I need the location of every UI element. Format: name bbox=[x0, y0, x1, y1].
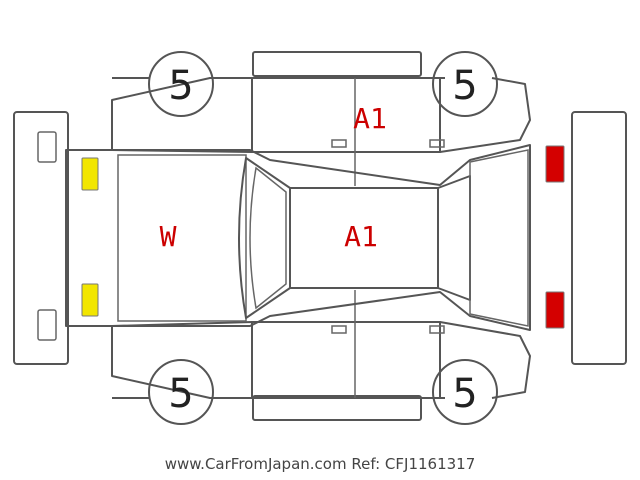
front-bumper bbox=[13, 111, 69, 365]
rear-left-lamp bbox=[545, 145, 565, 183]
tyre-rear-left-grade: 5 bbox=[452, 63, 477, 109]
footer-site: www.CarFromJapan.com bbox=[164, 455, 347, 473]
mark-hood: W bbox=[160, 220, 177, 253]
top-side-strip bbox=[252, 51, 422, 77]
footer: www.CarFromJapan.com Ref: CFJ1161317 bbox=[0, 455, 640, 473]
tyre-front-right-grade: 5 bbox=[168, 371, 193, 417]
bottom-side-panel bbox=[111, 290, 531, 399]
tyre-front-left: 5 bbox=[148, 51, 214, 117]
rear-bumper bbox=[571, 111, 627, 365]
tyre-rear-left: 5 bbox=[432, 51, 498, 117]
tyre-front-right: 5 bbox=[148, 359, 214, 425]
footer-ref: Ref: CFJ1161317 bbox=[351, 455, 476, 473]
bottom-side-strip bbox=[252, 395, 422, 421]
mark-roof: A1 bbox=[344, 220, 378, 253]
front-right-lamp bbox=[81, 283, 99, 317]
tyre-front-left-grade: 5 bbox=[168, 63, 193, 109]
car-body-top-view bbox=[65, 144, 531, 331]
rear-right-lamp bbox=[545, 291, 565, 329]
tyre-rear-right-grade: 5 bbox=[452, 371, 477, 417]
tyre-rear-right: 5 bbox=[432, 359, 498, 425]
mark-top-side-panel: A1 bbox=[353, 102, 387, 135]
front-left-lamp bbox=[81, 157, 99, 191]
top-side-panel bbox=[111, 77, 531, 186]
